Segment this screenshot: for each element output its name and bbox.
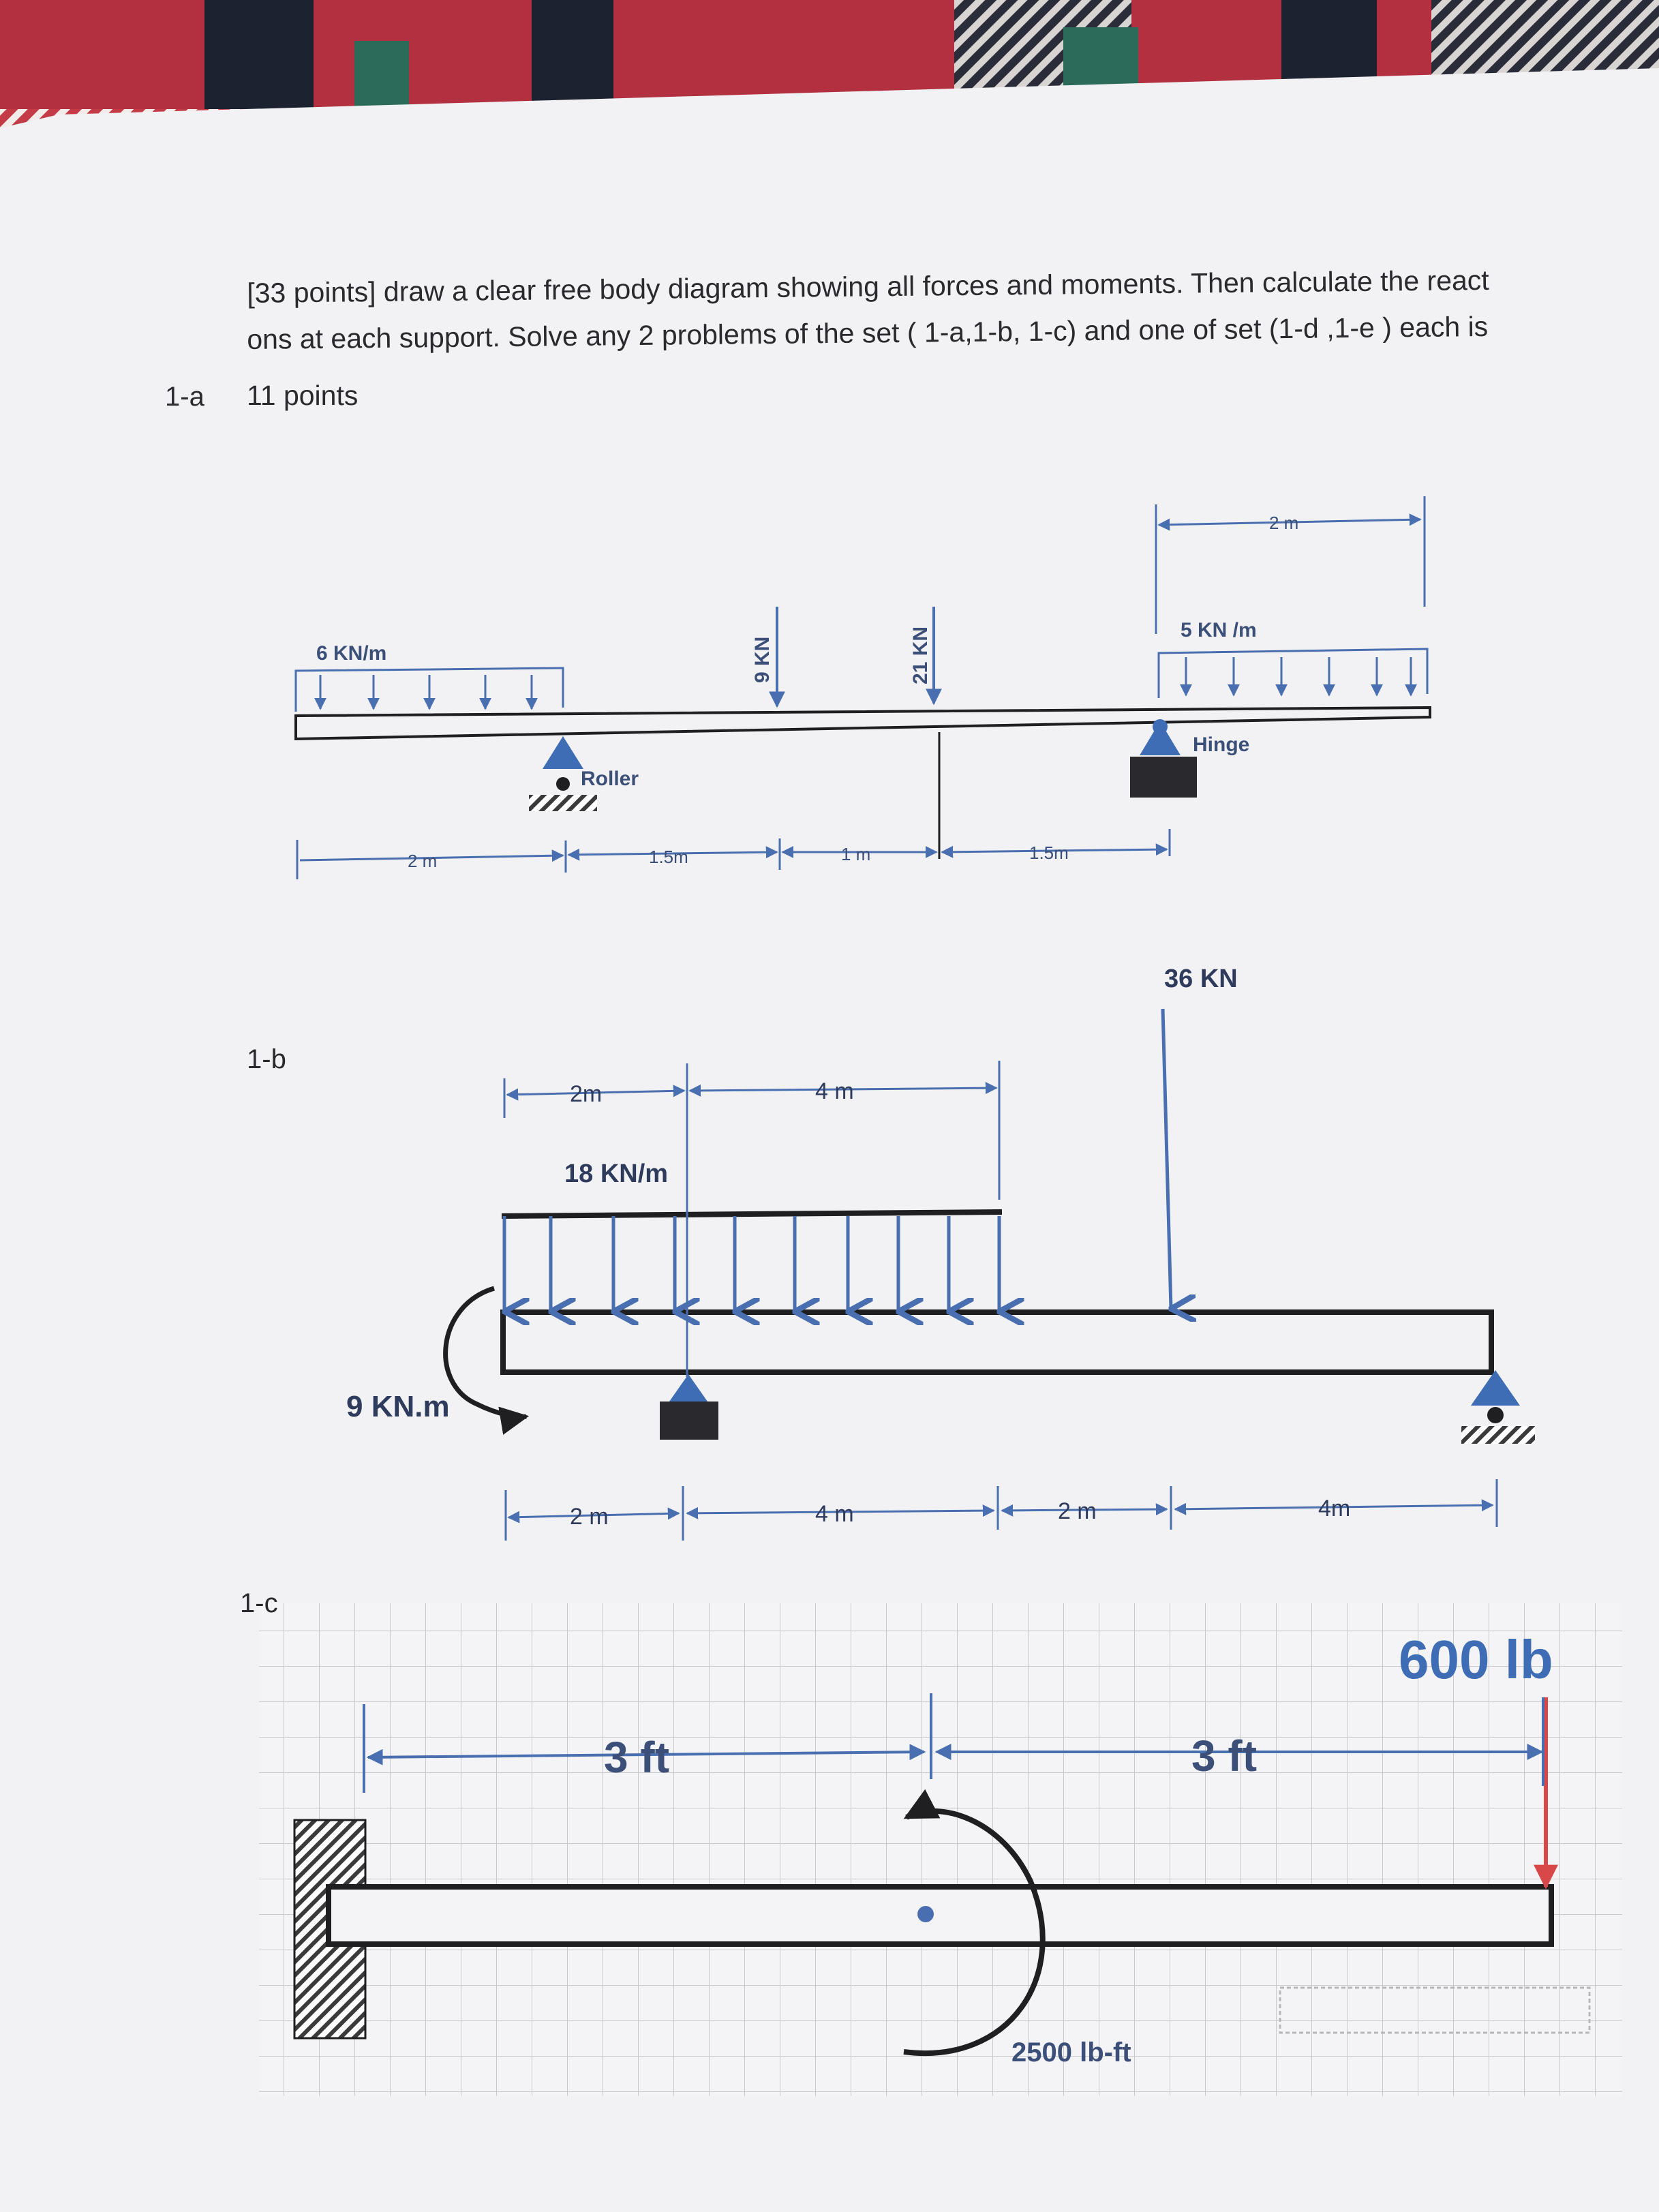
roller-label-1a: Roller [581,768,639,790]
dim-bottom-label-1b-0: 2 m [570,1504,609,1530]
udl-left-label-1a: 6 KN/m [316,642,386,665]
block-support-1b [660,1063,718,1440]
udl-left-1a [294,667,564,712]
problem-1b-diagram [443,1008,1535,1541]
roller-support-1b [1461,1370,1535,1444]
problem-label-1c: 1-c [240,1588,278,1618]
instruction-line-3: 11 points [247,380,359,411]
dim-label-1a-1: 1.5m [649,847,688,867]
grid-paper-1c [259,1603,1622,2096]
moment-label-1c: 2500 lb-ft [1011,2037,1131,2067]
dims-1c [363,1693,1544,1793]
problem-label-1a: 1-a [165,382,204,412]
dim-bottom-label-1b-3: 4m [1318,1496,1350,1521]
dim-top-label-1b-1: 4 m [815,1078,854,1104]
hinge-support-1a [1130,719,1197,798]
problem-1c-diagram [259,1603,1622,2096]
dim-label-1a-3: 1.5m [1029,843,1069,863]
beam-1c [326,1884,1554,1947]
point-load-36kn-arrow [1161,1008,1171,1309]
moment-arc-1b [443,1286,530,1435]
dim-bottom-label-1b-1: 4 m [815,1501,854,1527]
moment-arc-1c [903,1789,1046,2056]
dim-label-1a-2: 1 m [841,844,870,864]
udl-label-1b: 18 KN/m [564,1160,668,1188]
diagram-labels: 6 KN/m 5 KN /m 9 KN 21 KN Roller Hinge 2… [316,513,1553,2067]
roller-support-1a [529,736,597,811]
dim-label-1c-1: 3 ft [1191,1731,1257,1781]
dim-label-1a-0: 2 m [408,851,437,871]
dim-top-1a [1155,496,1426,634]
problem-1a-diagram [294,496,1431,879]
dims-top-1b [503,1061,1001,1200]
point-load-9kn-label: 9 KN [751,637,774,683]
moment-point-1c [917,1906,934,1922]
dim-top-label-1a: 2 m [1269,513,1298,533]
point-load-36kn-label: 36 KN [1164,965,1238,993]
beam-1b [500,1309,1494,1375]
udl-1b [501,1209,1002,1312]
dims-bottom-1a [296,829,1171,879]
hinge-label-1a: Hinge [1193,733,1249,756]
udl-right-label-1a: 5 KN /m [1181,619,1257,641]
point-load-21kn-label: 21 KN [909,626,932,684]
moment-label-1b: 9 KN.m [346,1390,450,1423]
beam-1a [294,706,1431,741]
dim-bottom-label-1b-2: 2 m [1058,1498,1097,1524]
dims-bottom-1b [504,1479,1498,1541]
point-load-600lb-label: 600 lb [1399,1629,1553,1690]
problem-label-1b: 1-b [247,1044,286,1074]
dim-label-1c-0: 3 ft [604,1733,669,1782]
dim-top-label-1b-0: 2m [570,1081,602,1107]
udl-right-1a [1157,648,1429,698]
